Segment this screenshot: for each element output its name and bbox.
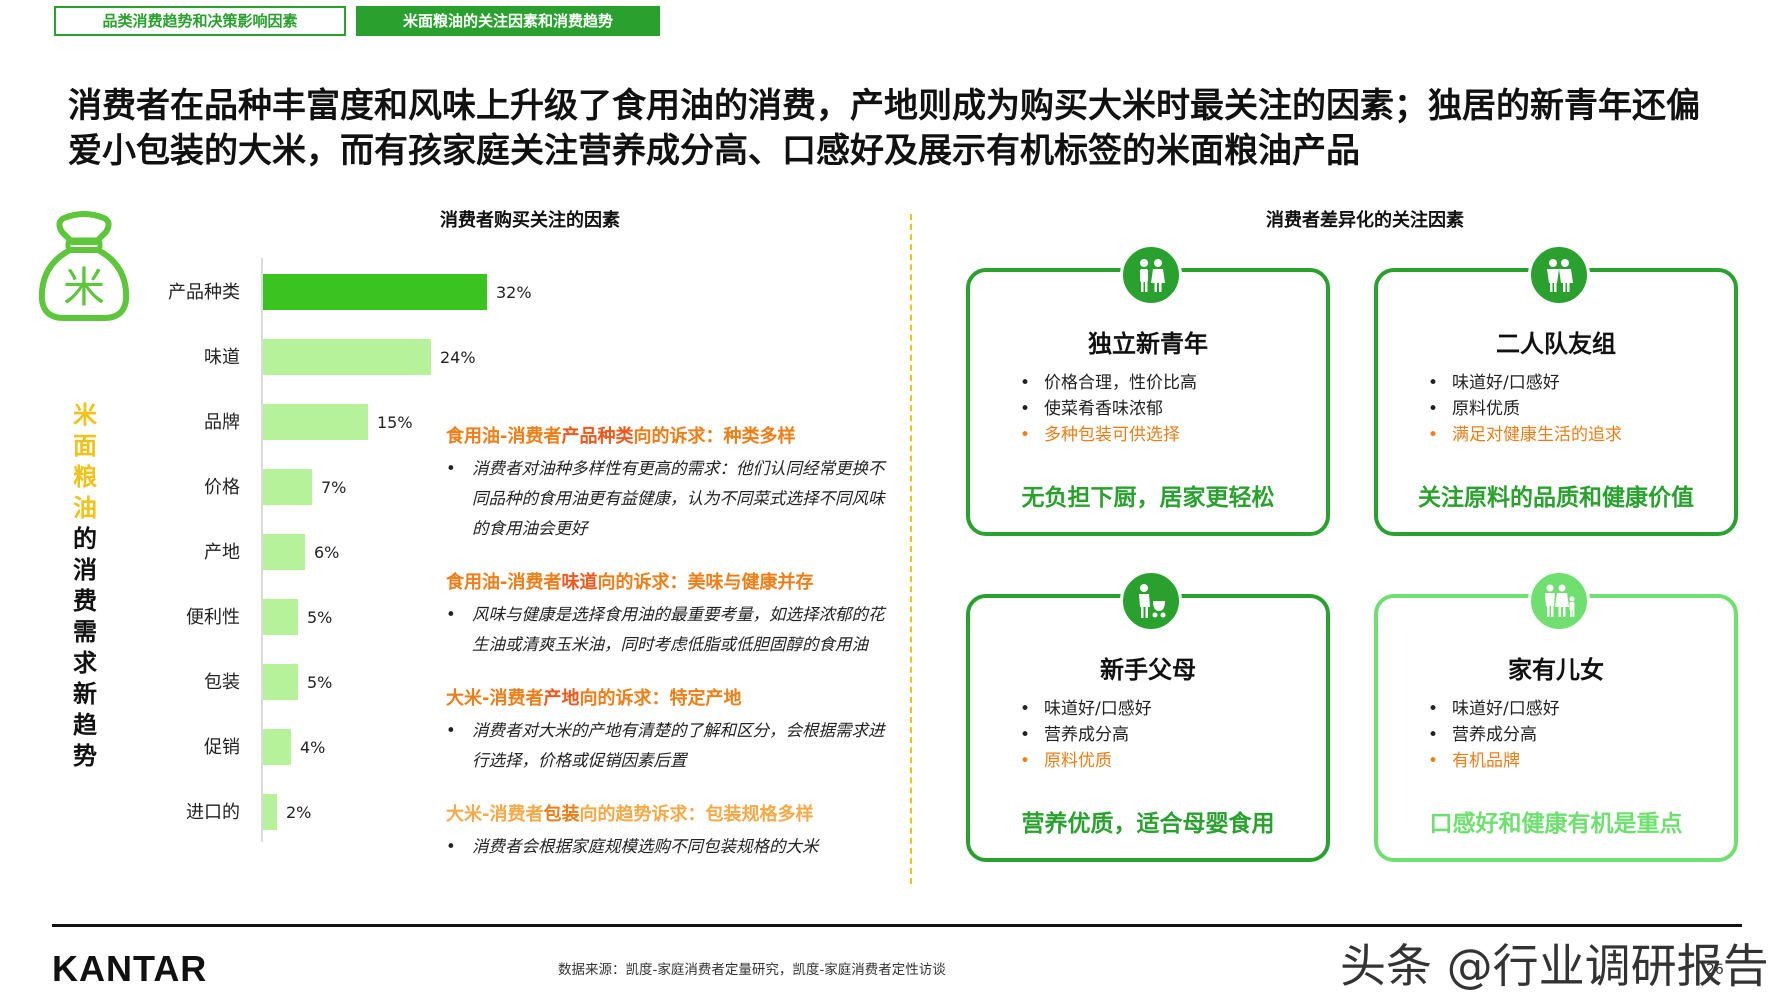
page-headline: 消费者在品种丰富度和风味上升级了食用油的消费，产地则成为购买大米时最关注的因素；… [68, 86, 1700, 171]
value-label: 24% [440, 348, 476, 367]
bar [263, 339, 431, 375]
card-list-item-highlight: 有机品牌 [1428, 748, 1560, 774]
bar [263, 794, 277, 830]
card-list-item-highlight: 多种包装可供选择 [1020, 422, 1197, 448]
card-list: 味道好/口感好 原料优质 满足对健康生活的追求 [1428, 370, 1622, 448]
card-list-item: 味道好/口感好 [1428, 370, 1622, 396]
insight-heading: 食用油-消费者味道向的诉求：美味与健康并存 [446, 572, 814, 593]
insights-panel: 食用油-消费者产品种类向的诉求：种类多样 消费者对油种多样性有更高的需求：他们认… [446, 424, 896, 888]
card-footer: 关注原料的品质和健康价值 [1418, 485, 1694, 511]
bar [263, 404, 368, 440]
card-list-item-highlight: 满足对健康生活的追求 [1428, 422, 1622, 448]
card-list-item: 原料优质 [1428, 396, 1622, 422]
vertical-title-rest: 的消费需求新趋势 [73, 525, 97, 770]
right-section-title: 消费者差异化的关注因素 [1266, 210, 1464, 231]
footer-rule [52, 924, 1742, 927]
category-label: 味道 [204, 347, 240, 368]
tab-grain-oil-factors[interactable]: 米面粮油的关注因素和消费趋势 [356, 6, 660, 36]
value-label: 15% [377, 413, 413, 432]
card-list: 味道好/口感好 营养成分高 原料优质 [1020, 696, 1152, 774]
card-title: 二人队友组 [1496, 330, 1616, 358]
couple-icon [1528, 244, 1590, 306]
card-footer: 营养优质，适合母婴食用 [1021, 811, 1275, 837]
card-list: 味道好/口感好 营养成分高 有机品牌 [1428, 696, 1560, 774]
tab-category-trends[interactable]: 品类消费趋势和决策影响因素 [54, 6, 346, 36]
value-label: 5% [307, 608, 332, 627]
bar [263, 469, 312, 505]
category-label: 包装 [204, 672, 240, 693]
category-label: 进口的 [186, 802, 240, 823]
segment-card-couples: 二人队友组 味道好/口感好 原料优质 满足对健康生活的追求 关注原料的品质和健康… [1374, 244, 1738, 536]
card-list-item: 营养成分高 [1428, 722, 1560, 748]
chart-title: 消费者购买关注的因素 [440, 210, 620, 231]
segment-card-families-with-kids: 家有儿女 味道好/口感好 营养成分高 有机品牌 口感好和健康有机是重点 [1374, 570, 1738, 862]
factor-bar-chart: 产品种类 32% 味道 24% 品牌 15% 价格 7% 产地 6% 便利性 5% 包装 5% 促销 4% 进口… [168, 258, 532, 842]
value-label: 5% [307, 673, 332, 692]
value-label: 7% [321, 478, 346, 497]
card-list-item-highlight: 原料优质 [1020, 748, 1152, 774]
vertical-title: 米面粮油的消费需求新趋势 [68, 400, 102, 772]
card-footer: 口感好和健康有机是重点 [1429, 811, 1683, 837]
card-list-item: 营养成分高 [1020, 722, 1152, 748]
category-label: 产品种类 [168, 282, 240, 303]
card-list-item: 使菜肴香味浓郁 [1020, 396, 1197, 422]
bar [263, 729, 291, 765]
card-list-item: 味道好/口感好 [1020, 696, 1152, 722]
insight-body: 消费者会根据家庭规模选购不同包装规格的大米 [446, 832, 896, 862]
card-title: 家有儿女 [1508, 656, 1604, 684]
parent-stroller-icon [1120, 570, 1182, 632]
category-label: 价格 [204, 477, 240, 498]
page-number: 26 [1706, 962, 1724, 978]
value-label: 32% [496, 283, 532, 302]
segment-card-new-parents: 新手父母 味道好/口感好 营养成分高 原料优质 营养优质，适合母婴食用 [966, 570, 1330, 862]
insight-body: 风味与健康是选择食用油的最重要考量，如选择浓郁的花生油或清爽玉米油，同时考虑低脂… [446, 600, 896, 660]
card-title: 新手父母 [1100, 656, 1196, 684]
card-footer: 无负担下厨，居家更轻松 [1021, 485, 1275, 511]
card-list-item: 味道好/口感好 [1428, 696, 1560, 722]
category-label: 品牌 [204, 412, 240, 433]
bar [263, 664, 298, 700]
category-label: 便利性 [186, 607, 240, 628]
kantar-logo: KANTAR [52, 948, 208, 989]
rice-bag-icon: 米 [38, 211, 130, 321]
bar [263, 599, 298, 635]
value-label: 6% [314, 543, 339, 562]
insight-heading: 大米-消费者包装向的趋势诉求：包装规格多样 [446, 804, 814, 825]
insight-body: 消费者对大米的产地有清楚的了解和区分，会根据需求进行选择，价格或促销因素后置 [446, 716, 896, 776]
insight-body: 消费者对油种多样性有更高的需求：他们认同经常更换不同品种的食用油更有益健康，认为… [446, 454, 896, 544]
family-icon [1528, 570, 1590, 632]
bar [263, 274, 487, 310]
insight-item: 食用油-消费者味道向的诉求：美味与健康并存 风味与健康是选择食用油的最重要考量，… [446, 570, 896, 660]
young-couple-icon [1120, 244, 1182, 306]
value-label: 4% [300, 738, 325, 757]
rice-glyph: 米 [63, 263, 105, 312]
insight-heading: 大米-消费者产地向的诉求：特定产地 [446, 688, 742, 709]
insight-item: 大米-消费者产地向的诉求：特定产地 消费者对大米的产地有清楚的了解和区分，会根据… [446, 686, 896, 776]
segment-card-young-singles: 独立新青年 价格合理，性价比高 使菜肴香味浓郁 多种包装可供选择 无负担下厨，居… [966, 244, 1330, 536]
watermark: 头条 @行业调研报告 [1340, 939, 1769, 993]
card-title: 独立新青年 [1088, 330, 1208, 358]
card-list: 价格合理，性价比高 使菜肴香味浓郁 多种包装可供选择 [1020, 370, 1197, 448]
insight-heading: 食用油-消费者产品种类向的诉求：种类多样 [446, 426, 796, 447]
data-source-note: 数据来源：凯度-家庭消费者定量研究，凯度-家庭消费者定性访谈 [558, 962, 946, 978]
value-label: 2% [286, 803, 311, 822]
insight-item: 食用油-消费者产品种类向的诉求：种类多样 消费者对油种多样性有更高的需求：他们认… [446, 424, 896, 544]
vertical-title-highlight: 米面粮油 [73, 401, 97, 522]
category-label: 产地 [204, 542, 240, 563]
insight-item: 大米-消费者包装向的趋势诉求：包装规格多样 消费者会根据家庭规模选购不同包装规格… [446, 802, 896, 862]
category-label: 促销 [204, 737, 240, 758]
card-list-item: 价格合理，性价比高 [1020, 370, 1197, 396]
bar [263, 534, 305, 570]
section-divider [910, 214, 912, 884]
